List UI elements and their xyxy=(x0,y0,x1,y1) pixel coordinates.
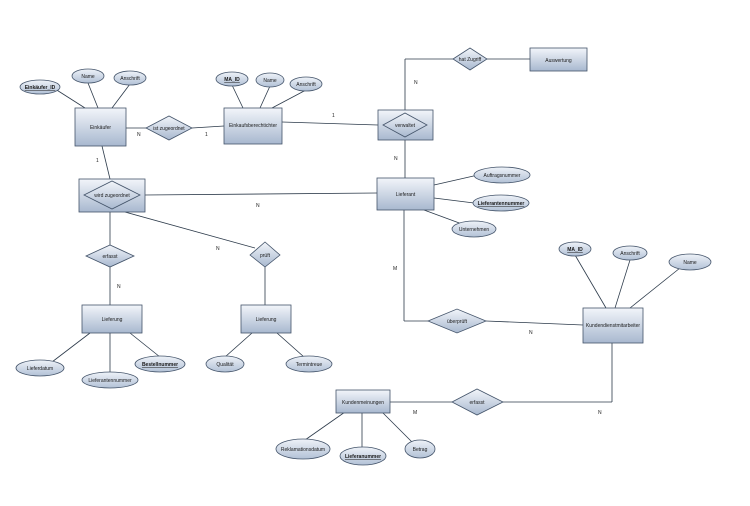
attribute-einkaeufer-name[interactable]: Name xyxy=(71,68,105,84)
attribute-auftragsnummer[interactable]: Auftragsnummer xyxy=(473,166,531,184)
relationship-verwaltet[interactable]: verwaltet xyxy=(382,112,428,138)
attribute-lieferdatum[interactable]: Lieferdatum xyxy=(15,359,65,377)
entity-lieferung-2[interactable]: Lieferung xyxy=(240,304,292,334)
cardinality-1: 1 xyxy=(96,158,99,164)
attribute-betrag[interactable]: Betrag xyxy=(404,439,436,459)
attribute-label: Name xyxy=(81,74,95,80)
attribute-label: Anschrift xyxy=(296,82,316,88)
relationship-label: erfasst xyxy=(469,400,485,406)
attribute-berater-name[interactable]: Name xyxy=(255,72,285,88)
cardinality-n: N xyxy=(137,132,141,138)
relationship-label: verwaltet xyxy=(395,123,416,129)
attribute-lieferantennummer[interactable]: Lieferantennummer xyxy=(472,194,530,212)
relationship-ist-zugeordnet[interactable]: ist zugeordnet xyxy=(145,115,193,141)
relationship-prueft[interactable]: prüft xyxy=(249,241,281,268)
cardinality-labels: N 1 1 1 N N N N N M N M N xyxy=(96,80,602,416)
attribute-label: Lieferantennummer xyxy=(88,378,132,384)
attribute-termintreue[interactable]: Termintreue xyxy=(285,355,333,373)
relationship-wird-zugeordnet[interactable]: wird zugeordnet xyxy=(83,180,141,210)
attribute-label: Termintreue xyxy=(296,362,323,368)
cardinality-m: M xyxy=(393,266,397,272)
relationship-erfasst-2[interactable]: erfasst xyxy=(451,388,504,416)
attribute-kd-name[interactable]: Name xyxy=(668,253,712,271)
attribute-label: Name xyxy=(263,78,277,84)
attribute-lieferantennummer-2[interactable]: Lieferantennummer xyxy=(81,371,139,389)
attribute-label: Qualität xyxy=(216,362,234,368)
relationship-label: prüft xyxy=(260,253,271,259)
attribute-label: Anschrift xyxy=(120,76,140,82)
entity-auswertung[interactable]: Auswertung xyxy=(529,47,588,72)
cardinality-1: 1 xyxy=(332,113,335,119)
entity-kundenmeinungen[interactable]: Kundenmeinungen xyxy=(335,389,391,414)
relationship-label: ist zugeordnet xyxy=(153,126,185,132)
relationship-ueberprueft[interactable]: überprüft xyxy=(426,308,488,334)
relationship-label: wird zugeordnet xyxy=(94,193,130,199)
entity-lieferung-1[interactable]: Lieferung xyxy=(81,304,143,334)
cardinality-1: 1 xyxy=(205,132,208,138)
attribute-kd-anschrift[interactable]: Anschrift xyxy=(612,245,648,261)
entity-kundendienstmitarbeiter[interactable]: Kundendienstmitarbeiter xyxy=(582,307,644,344)
entity-label: Einkaufsberechtichter xyxy=(229,123,277,129)
attribute-label: MA_ID xyxy=(224,77,240,83)
entity-lieferant[interactable]: Lieferant xyxy=(376,177,435,211)
attribute-berater-anschrift[interactable]: Anschrift xyxy=(289,76,323,92)
relationship-label: hat Zugriff xyxy=(459,57,482,63)
attribute-einkaeufer-anschrift[interactable]: Anschrift xyxy=(113,70,147,86)
cardinality-n: N xyxy=(394,156,398,162)
relationship-hat-zugriff[interactable]: hat Zugriff xyxy=(452,47,488,71)
cardinality-n: N xyxy=(598,410,602,416)
entity-einkaeufer[interactable]: Einkäufer xyxy=(74,107,127,147)
attribute-label: Einkäufer_ID xyxy=(25,85,56,91)
connector-lines xyxy=(51,58,681,448)
attribute-qualitaet[interactable]: Qualität xyxy=(205,355,245,373)
attribute-einkaeufer-id[interactable]: Einkäufer_ID xyxy=(19,79,61,95)
attribute-reklamationsdatum[interactable]: Reklamationsdatum xyxy=(275,438,331,460)
entity-label: Lieferung xyxy=(102,317,123,323)
entity-label: Kundendienstmitarbeiter xyxy=(586,323,641,329)
entity-label: Kundenmeinungen xyxy=(342,400,384,406)
cardinality-n: N xyxy=(529,330,533,336)
attribute-bestellnummer[interactable]: Bestellnummer xyxy=(134,355,186,373)
attribute-label: Bestellnummer xyxy=(142,362,178,368)
attribute-label: Anschrift xyxy=(620,251,640,257)
attribute-label: Reklamationsdatum xyxy=(281,447,325,453)
entity-einkaufsberechtichter[interactable]: Einkaufsberechtichter xyxy=(223,107,283,145)
cardinality-n: N xyxy=(216,246,220,252)
relationship-label: erfasst xyxy=(102,254,118,260)
attribute-label: Lieferdatum xyxy=(27,366,53,372)
relationship-erfasst-1[interactable]: erfasst xyxy=(85,244,135,268)
relationship-label: überprüft xyxy=(447,319,468,325)
attribute-label: Unternehmen xyxy=(459,227,490,233)
attribute-unternehmen[interactable]: Unternehmen xyxy=(451,220,497,238)
attribute-label: Lieferantennummer xyxy=(478,201,525,207)
attribute-label: Auftragsnummer xyxy=(484,173,521,179)
attribute-ma-id-1[interactable]: MA_ID xyxy=(215,71,249,87)
attribute-label: Name xyxy=(683,260,697,266)
entity-label: Lieferant xyxy=(396,192,416,198)
cardinality-n: N xyxy=(414,80,418,86)
attribute-label: Betrag xyxy=(413,447,428,453)
attribute-label: Lieferanummer xyxy=(345,454,381,460)
cardinality-m: M xyxy=(413,410,417,416)
attribute-lieferanummer[interactable]: Lieferanummer xyxy=(339,446,387,466)
attribute-ma-id-2[interactable]: MA_ID xyxy=(558,241,592,257)
entity-label: Auswertung xyxy=(545,58,572,64)
cardinality-n: N xyxy=(256,203,260,209)
entity-label: Lieferung xyxy=(256,317,277,323)
entity-label: Einkäufer xyxy=(90,125,111,131)
cardinality-n: N xyxy=(117,284,121,290)
attribute-label: MA_ID xyxy=(567,247,583,253)
